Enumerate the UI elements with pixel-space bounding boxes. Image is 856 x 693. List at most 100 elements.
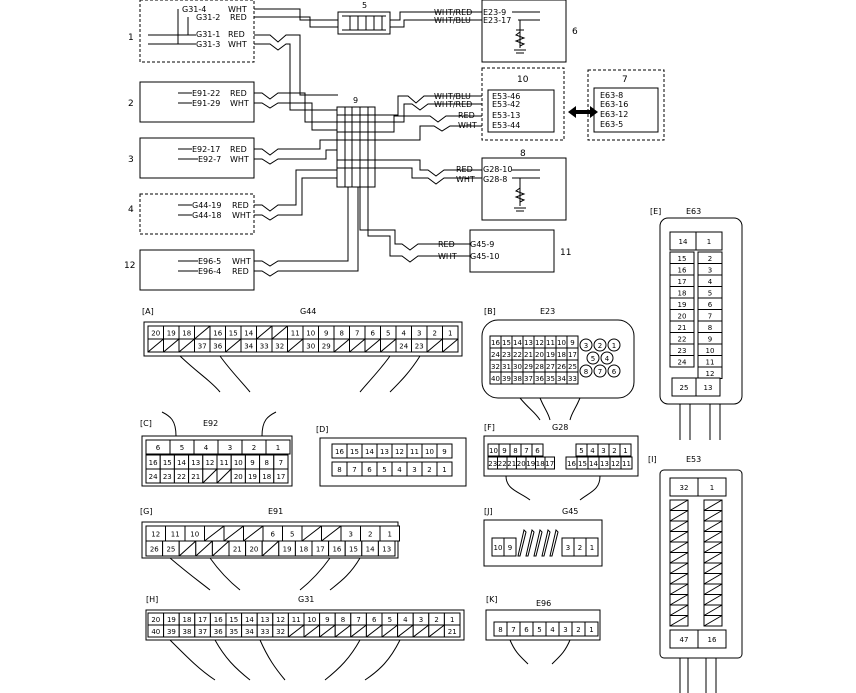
e23-row-pin-label: 12 [535,339,544,347]
g28-top-left-pin-label: 10 [489,447,498,455]
g31-bottom-pin-label: 34 [245,628,254,636]
d-top-pin-label: 10 [425,448,434,456]
pin-e91-22: E91-22 [192,89,220,98]
g45-right-cell [585,537,599,557]
g28-bottom-right-pin-label: 15 [578,460,587,468]
e92-top-pin-label: 4 [204,444,209,452]
e53-bottom-pin-label: 16 [708,636,717,644]
e63-right-pin-label: 7 [708,312,712,320]
module-8-circuit [512,169,540,212]
pin-g45-10: G45-10 [470,252,499,261]
e63-left-pin-label: 15 [678,255,687,263]
g31-top-pin-label: 13 [261,616,270,624]
e23-row-pin-label: 22 [513,351,522,359]
e92-mid-pin-label: 14 [177,459,186,467]
e23-row-pin-label: 37 [524,375,533,383]
e63-right-pin-label: 5 [708,289,712,297]
g31-bottom-pin-label: 32 [276,628,285,636]
g28-bottom-left-cell [544,456,555,470]
junction-5-label: 5 [362,1,367,10]
e63-right-pin-label: 12 [706,370,715,378]
e91-bottom-pin-label: 19 [283,546,292,554]
e63-left-pin-label: 23 [678,347,687,355]
e96-pin-pin-label: 1 [589,626,593,634]
pin-g31-3-color: WHT [228,40,247,49]
connector-f-name: G28 [552,423,568,432]
pin-g31-2-color: RED [230,13,247,22]
g31-top-pin-label: 16 [214,616,223,624]
e92-mid-pin-label: 15 [163,459,172,467]
e92-bottom-pin-label: 23 [163,473,172,481]
g28-bottom-left-pin-label: 20 [517,460,526,468]
e96-pin-pin-label: 2 [576,626,580,634]
e53-left-slot-blank-slash [669,615,689,627]
g31-top-pin-label: 2 [434,616,438,624]
e53-bottom-cell [697,629,727,649]
e23-round-pin-label: 7 [598,368,602,376]
d-bottom-pin-label: 4 [397,466,402,474]
pin-g31-1-color: RED [228,30,245,39]
module-3-wires [178,148,198,160]
pin-e96-5: E96-5 [198,257,221,266]
g28-bottom-right-pin-label: 12 [611,460,620,468]
pin-e63-12: E63-12 [600,110,628,119]
e91-top-pin-label: 5 [290,531,294,539]
pin-g45-10-color: WHT [438,252,457,261]
e23-row-pin-label: 20 [535,351,544,359]
pin-g28-8: G28-8 [483,175,507,184]
e63-bottom-pin-label: 13 [704,384,713,392]
g44-bottom-blank-slash [333,338,350,353]
e53-right-slot-blank-slash [703,604,723,616]
g31-bottom-blank-slash [412,624,430,638]
e91-top-pin-label: 3 [349,531,353,539]
g31-bottom-blank-slash [334,624,352,638]
module-2-label: 2 [128,99,134,109]
g45-key-slot [549,529,559,557]
e23-row-pin-label: 11 [546,339,555,347]
e23-row-pin-label: 9 [570,339,574,347]
e91-top-blank-slash [321,525,342,542]
e23-row-pin-label: 15 [502,339,511,347]
pin-g31-1: G31-1 [196,30,220,39]
e91-top-pin-label: 11 [171,531,180,539]
e91-bottom-cell [377,540,396,557]
g45-right-pin-label: 3 [566,544,570,552]
e23-row-pin-label: 40 [491,375,500,383]
e92-bottom-blank-slash [216,468,232,484]
pin-e53-42: E53-42 [492,100,520,109]
pin-g44-18-color: WHT [232,211,251,220]
e23-round-pin [593,364,607,378]
e53-left-slot-blank-slash [669,552,689,564]
connector-k-name: E96 [536,599,551,608]
g28-bottom-left-pin-label: 23 [488,460,497,468]
pin-g28-8-color: WHT [456,175,475,184]
g31-top-pin-label: 5 [388,616,392,624]
g31-top-pin-label: 15 [229,616,238,624]
g28-top-right-pin-label: 2 [612,447,616,455]
g31-top-pin-label: 6 [372,616,377,624]
e92-mid-pin-label: 12 [205,459,214,467]
d-top-pin-label: 14 [365,448,374,456]
e63-right-pin-label: 2 [708,255,712,263]
connector-b-tag: [B] [484,307,496,316]
pin-g44-18: G44-18 [192,211,221,220]
e53-left-slot-blank-slash [669,573,689,585]
e63-left-pin-label: 17 [678,278,687,286]
g44-top-pin-label: 20 [151,330,160,338]
pin-e23-17-color: WHT/BLU [434,16,471,25]
connector-h-name: G31 [298,595,314,604]
g45-left-pin-label: 10 [494,544,503,552]
module-6-box [481,0,567,63]
g44-bottom-pin-label: 30 [306,343,315,351]
module-12-box [139,249,255,291]
e23-row-pin-label: 36 [535,375,544,383]
g31-bottom-cell [443,624,461,638]
module-11-label: 11 [560,248,571,258]
g28-bottom-right-cell [620,456,633,470]
